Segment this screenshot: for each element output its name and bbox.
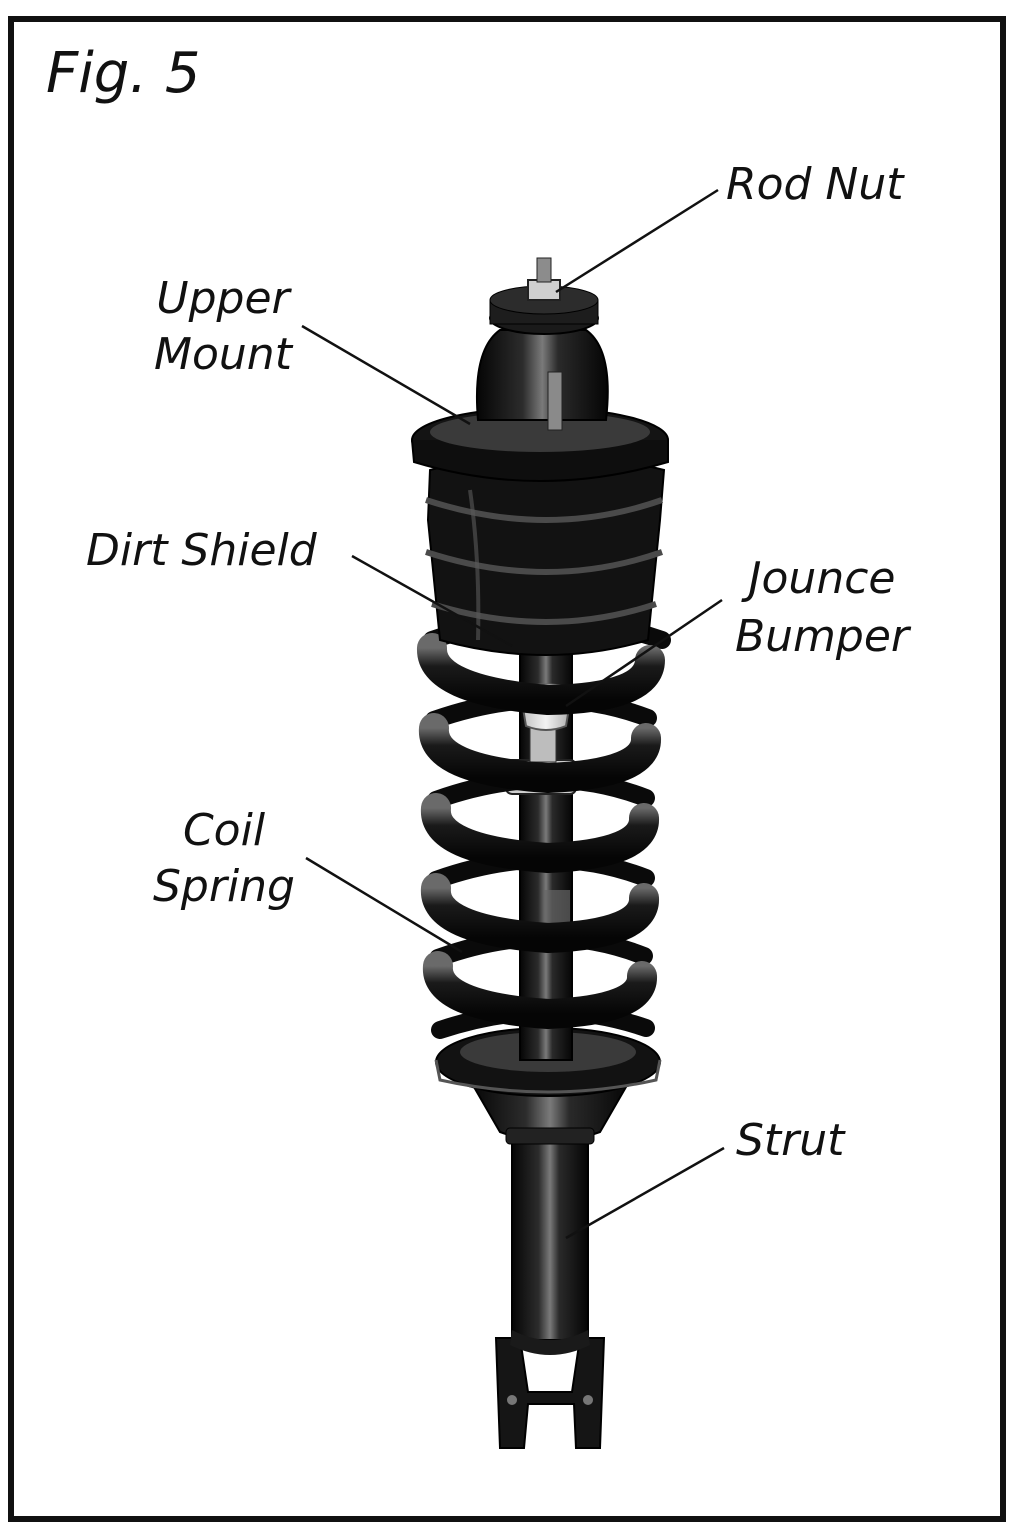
dirt-shield: [425, 454, 666, 656]
strut-label: Strut: [736, 1115, 845, 1166]
rod-nut-leader: [555, 188, 719, 294]
jounce-bumper-leader: [565, 598, 723, 708]
coil-spring-label-line2: Spring: [153, 861, 295, 912]
jounce-bumper-label-line1: Jounce: [748, 553, 896, 604]
figure-title: Fig. 5: [46, 41, 201, 106]
coil-spring-leader: [305, 856, 463, 954]
rod-nut-label: Rod Nut: [726, 159, 904, 210]
coil-spring-label-line1: Coil: [182, 805, 266, 856]
leader-lines: [301, 188, 725, 1240]
lower-spring-seat: [434, 1027, 662, 1097]
upper-mount-leader: [301, 324, 471, 426]
dirt-shield-label: Dirt Shield: [86, 525, 317, 576]
strut-body: [468, 1069, 632, 1449]
strut-leader: [565, 1146, 725, 1240]
jounce-bumper-label-line2: Bumper: [734, 611, 910, 662]
upper-mount-label-line2: Mount: [154, 329, 292, 380]
dirt-shield-leader: [351, 554, 513, 648]
upper-mount: [411, 257, 669, 482]
upper-mount-label-line1: Upper: [156, 273, 290, 324]
